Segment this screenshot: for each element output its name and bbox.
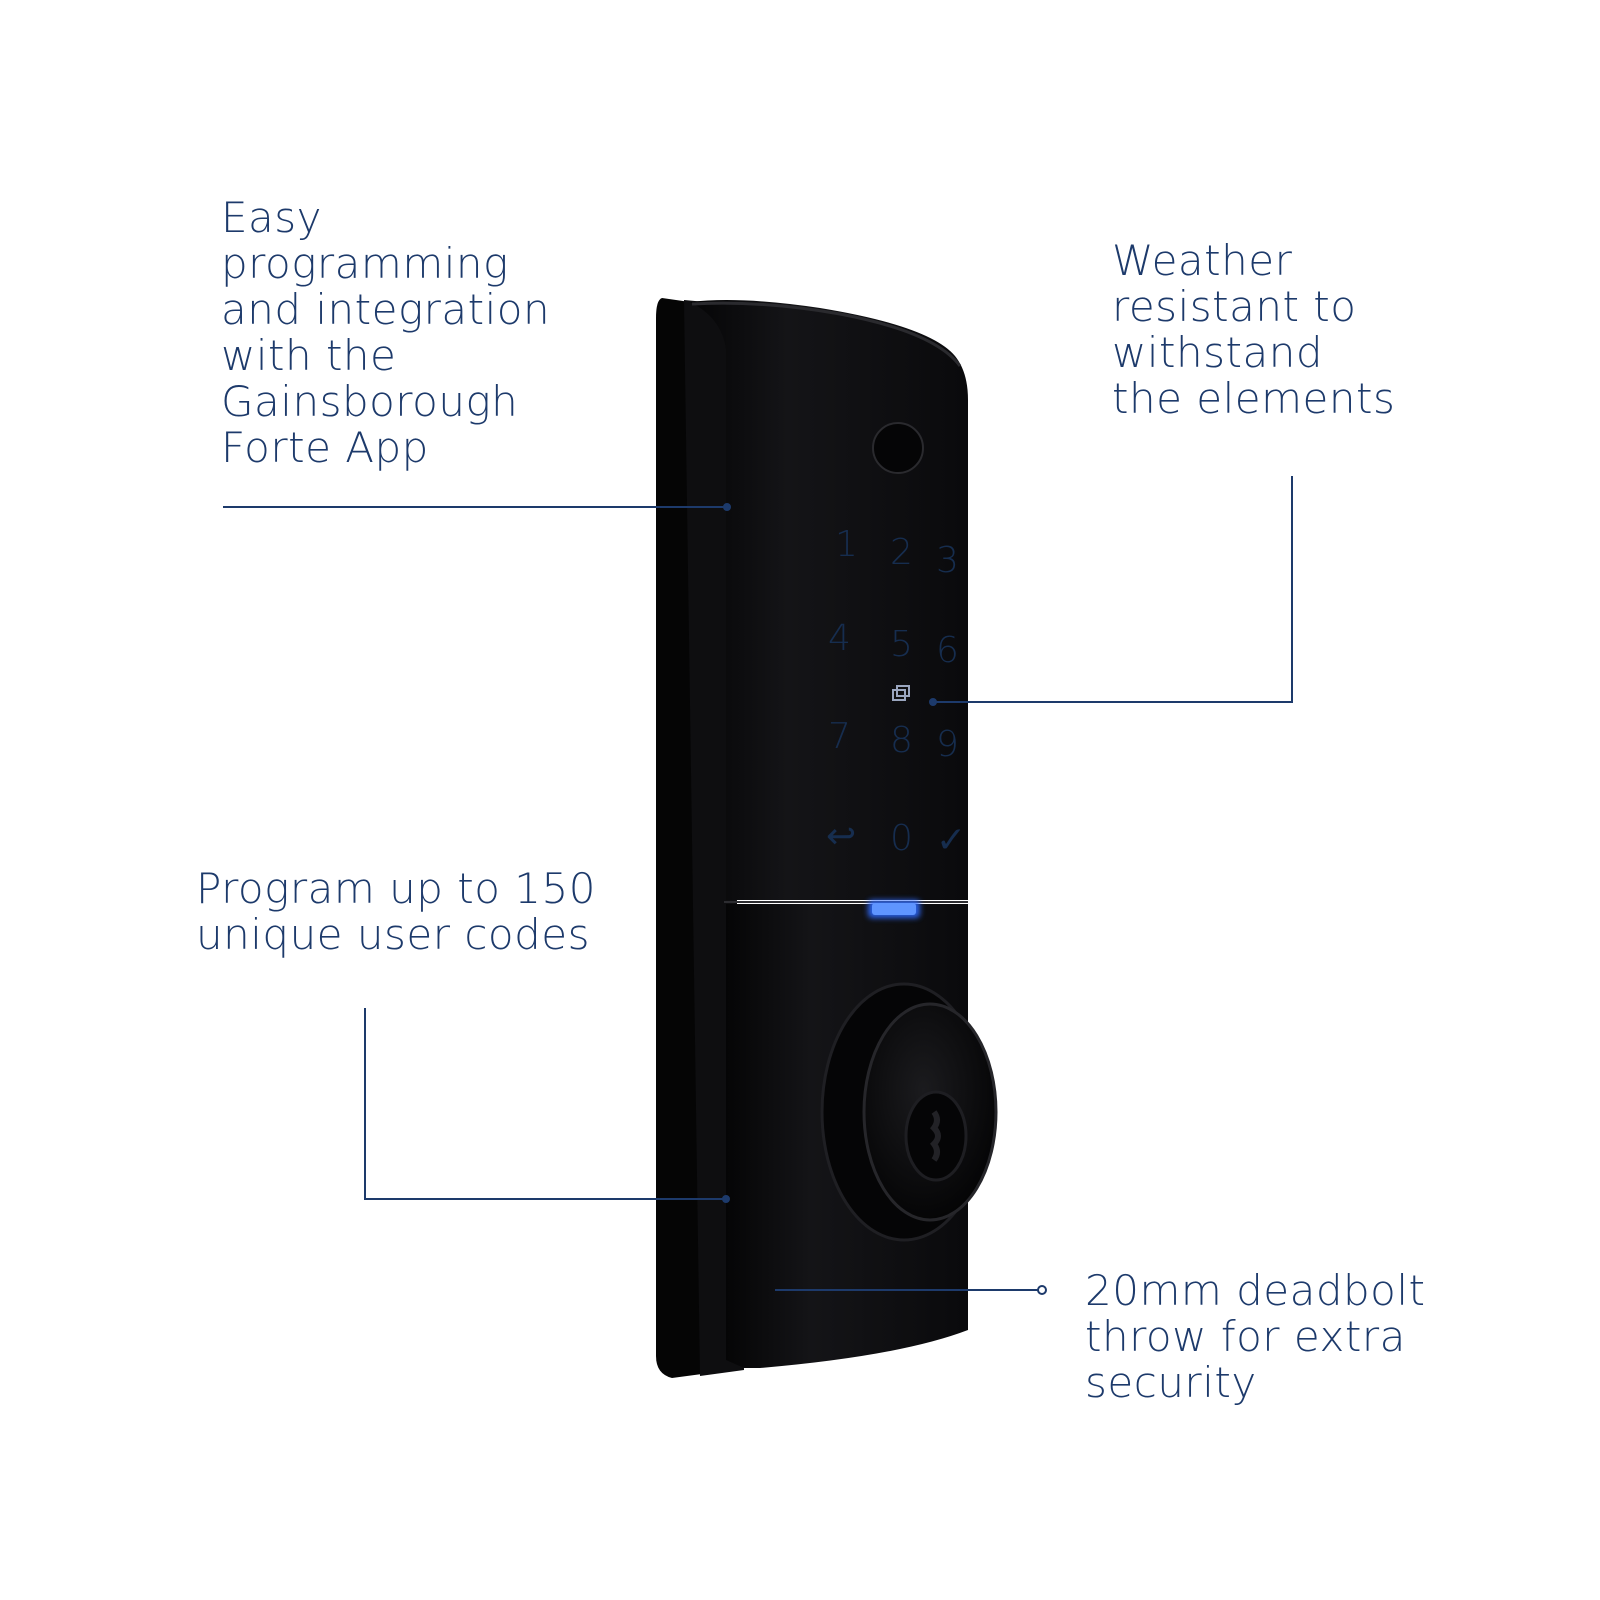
keypad-key: 5 <box>890 624 913 665</box>
leader-line-weather <box>933 476 1293 703</box>
callout-line: and integration <box>221 285 551 334</box>
leader-dot <box>1037 1285 1047 1295</box>
card-reader-icon <box>892 685 910 701</box>
leader-dot <box>929 698 937 706</box>
lock-top-rim <box>691 301 962 367</box>
keypad-key: 6 <box>936 630 959 671</box>
keypad-key: 9 <box>936 724 959 765</box>
callout-line: Forte App <box>221 423 429 472</box>
callout-line: Weather <box>1112 236 1293 285</box>
keypad-key: ↩ <box>826 816 856 857</box>
callout-line: withstand <box>1112 328 1323 377</box>
callout-line: throw for extra <box>1085 1312 1406 1361</box>
lock-upper-housing <box>690 300 968 900</box>
keypad-key: 2 <box>890 532 913 573</box>
keypad-key: ✓ <box>936 820 966 861</box>
keyhole-icon <box>904 1090 968 1182</box>
callout-line: Program up to 150 <box>196 864 596 913</box>
leader-dot <box>723 503 731 511</box>
leader-dot <box>722 1195 730 1203</box>
app-integration-callout: Easy programming and integration with th… <box>221 195 550 471</box>
callout-line: programming <box>221 239 509 288</box>
keypad-key: 1 <box>835 524 858 565</box>
keypad-key: 0 <box>890 818 913 859</box>
keypad: 1 2 3 4 5 6 7 8 9 ↩ 0 ✓ <box>826 524 966 861</box>
callout-line: the elements <box>1112 374 1396 423</box>
keypad-key: 4 <box>828 618 851 659</box>
status-led <box>872 903 916 915</box>
callout-line: Gainsborough <box>221 377 519 426</box>
leader-line-codes <box>364 1008 726 1200</box>
callout-line: with the <box>221 331 397 380</box>
keypad-key: 3 <box>936 540 959 581</box>
callout-line: resistant to <box>1112 282 1357 331</box>
callout-line: unique user codes <box>196 910 591 959</box>
keypad-key: 8 <box>890 720 913 761</box>
leader-lines <box>223 476 1293 1295</box>
callout-line: Easy <box>221 193 323 242</box>
callout-line: security <box>1085 1358 1257 1407</box>
user-codes-callout: Program up to 150 unique user codes <box>196 866 596 958</box>
deadbolt-callout: 20mm deadbolt throw for extra security <box>1085 1268 1426 1406</box>
keypad-key: 7 <box>828 716 851 757</box>
callout-line: 20mm deadbolt <box>1085 1266 1426 1315</box>
weather-resistant-callout: Weather resistant to withstand the eleme… <box>1112 238 1395 422</box>
fingerprint-sensor <box>872 422 924 474</box>
